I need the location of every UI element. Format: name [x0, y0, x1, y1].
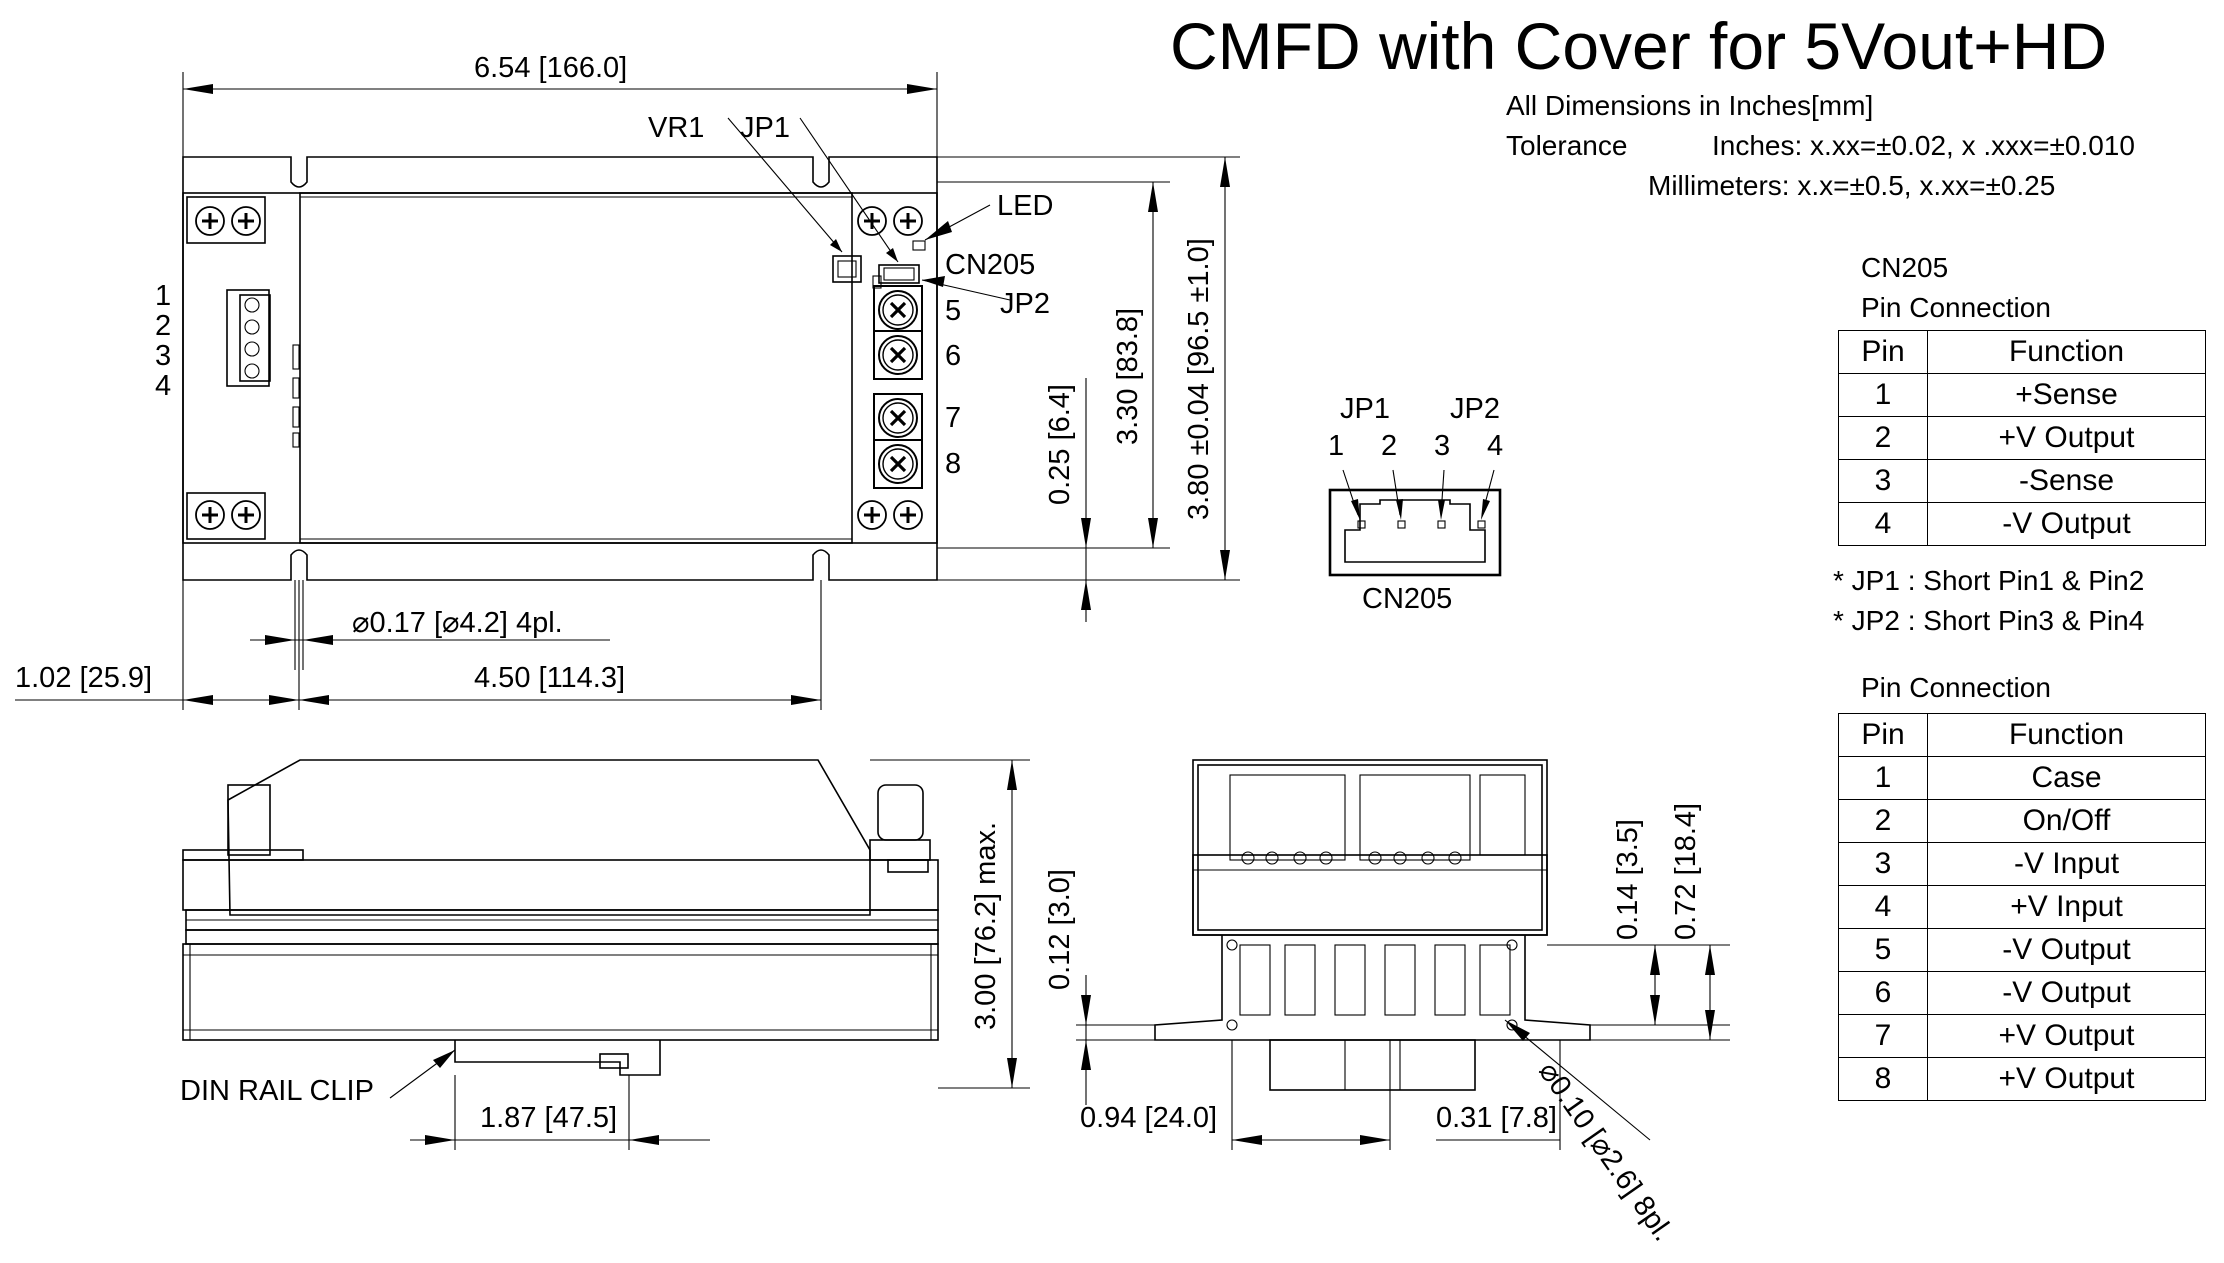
table-row: 7+V Output: [1838, 1014, 2206, 1058]
pin-header-function: Function: [1927, 713, 2206, 757]
cn205-header-pin: Pin: [1838, 330, 1928, 374]
dim-h1: 0.25 [6.4]: [1044, 384, 1076, 505]
cell-function: +V Output: [1927, 416, 2206, 460]
table-row: 2+V Output: [1838, 416, 2206, 460]
dim-width: 6.54 [166.0]: [474, 52, 628, 84]
table-row: 6-V Output: [1838, 971, 2206, 1015]
cell-function: Case: [1927, 756, 2206, 800]
jp2-note: * JP2 : Short Pin3 & Pin4: [1833, 605, 2145, 636]
connector-pin-3: 3: [1434, 430, 1451, 462]
connector-pin-4: 4: [1487, 430, 1504, 462]
cell-pin: 1: [1838, 373, 1928, 417]
cell-function: On/Off: [1927, 799, 2206, 843]
pin-connection-caption: Pin Connection: [1861, 672, 2051, 703]
table-row: 3-V Input: [1838, 842, 2206, 886]
dim-h2: 3.30 [83.8]: [1112, 307, 1144, 445]
cn205-header-function: Function: [1927, 330, 2206, 374]
table-row: 4-V Output: [1838, 502, 2206, 546]
cell-pin: 4: [1838, 885, 1928, 929]
dim-end-4: 0.94 [24.0]: [1080, 1102, 1218, 1134]
dim-offset: 1.02 [25.9]: [15, 662, 153, 694]
cn205-pin-caption: Pin Connection: [1861, 292, 2051, 323]
page-title: CMFD with Cover for 5Vout+HD: [1170, 9, 2108, 83]
dim-end-1: 0.12 [3.0]: [1044, 869, 1076, 990]
cell-function: -V Output: [1927, 502, 2206, 546]
end-view-dimensions: [1076, 944, 1730, 1150]
side-view-dimensions: [410, 759, 1030, 1150]
label-jp2: JP2: [1000, 288, 1050, 320]
connector-jp1: JP1: [1340, 393, 1390, 425]
label-led: LED: [997, 190, 1054, 222]
table-row: 5-V Output: [1838, 928, 2206, 972]
connector-jp2: JP2: [1450, 393, 1500, 425]
dim-pitch: 4.50 [114.3]: [474, 662, 626, 694]
cell-pin: 8: [1838, 1057, 1928, 1101]
cell-function: -V Output: [1927, 928, 2206, 972]
label-din-rail-clip: DIN RAIL CLIP: [180, 1075, 374, 1107]
label-vr1: VR1: [648, 112, 705, 144]
cell-function: -V Input: [1927, 842, 2206, 886]
cell-pin: 4: [1838, 502, 1928, 546]
jp1-note: * JP1 : Short Pin1 & Pin2: [1833, 565, 2145, 596]
end-view: [1154, 759, 1591, 1091]
cell-pin: 3: [1838, 459, 1928, 503]
dim-end-2: 0.14 [3.5]: [1612, 819, 1644, 940]
label-jp1: JP1: [740, 112, 790, 144]
dim-h3: 3.80 ±0.04 [96.5 ±1.0]: [1183, 238, 1215, 520]
table-row: 4+V Input: [1838, 885, 2206, 929]
cell-pin: 6: [1838, 971, 1928, 1015]
dim-clip: 1.87 [47.5]: [480, 1102, 618, 1134]
cn205-connector-drawing: [1328, 469, 1502, 577]
cn205-pin-table: Pin Function 1+Sense 2+V Output 3-Sense …: [1838, 330, 2206, 546]
cell-function: +V Output: [1927, 1057, 2206, 1101]
pin-label-8: 8: [945, 448, 962, 480]
label-cn205: CN205: [945, 249, 1036, 281]
top-view-dimensions: [15, 72, 1240, 710]
cell-pin: 7: [1838, 1014, 1928, 1058]
connector-pin-2: 2: [1381, 430, 1398, 462]
tolerance-label: Tolerance: [1506, 130, 1628, 161]
dim-side-height: 3.00 [76.2] max.: [970, 822, 1002, 1030]
dim-end-3: 0.72 [18.4]: [1670, 802, 1702, 940]
table-row: 1+Sense: [1838, 373, 2206, 417]
cell-pin: 2: [1838, 799, 1928, 843]
cell-function: +Sense: [1927, 373, 2206, 417]
cell-function: -Sense: [1927, 459, 2206, 503]
tolerance-millimeters: Millimeters: x.x=±0.5, x.xx=±0.25: [1648, 170, 2056, 201]
top-view: [182, 117, 1011, 581]
table-row: 8+V Output: [1838, 1057, 2206, 1101]
pin-label-7: 7: [945, 402, 962, 434]
cn205-caption: CN205: [1861, 252, 1949, 283]
side-view: [182, 759, 939, 1099]
pin-label-4: 4: [155, 370, 172, 402]
cell-pin: 1: [1838, 756, 1928, 800]
connector-name: CN205: [1362, 583, 1453, 615]
cell-function: +V Output: [1927, 1014, 2206, 1058]
table-row: 3-Sense: [1838, 459, 2206, 503]
dim-end-5: 0.31 [7.8]: [1436, 1102, 1557, 1134]
cell-pin: 3: [1838, 842, 1928, 886]
pin-header-pin: Pin: [1838, 713, 1928, 757]
pin-label-2: 2: [155, 310, 172, 342]
dim-hole-dia: ⌀0.17 [⌀4.2] 4pl.: [352, 607, 563, 639]
pin-label-1: 1: [155, 280, 172, 312]
cell-pin: 2: [1838, 416, 1928, 460]
pin-label-3: 3: [155, 340, 172, 372]
dimensions-note: All Dimensions in Inches[mm]: [1506, 90, 1874, 121]
pin-label-5: 5: [945, 295, 962, 327]
cell-pin: 5: [1838, 928, 1928, 972]
pin-label-6: 6: [945, 340, 962, 372]
cell-function: -V Output: [1927, 971, 2206, 1015]
tolerance-inches: Inches: x.xx=±0.02, x .xxx=±0.010: [1712, 130, 2135, 161]
connector-pin-1: 1: [1328, 430, 1345, 462]
cell-function: +V Input: [1927, 885, 2206, 929]
